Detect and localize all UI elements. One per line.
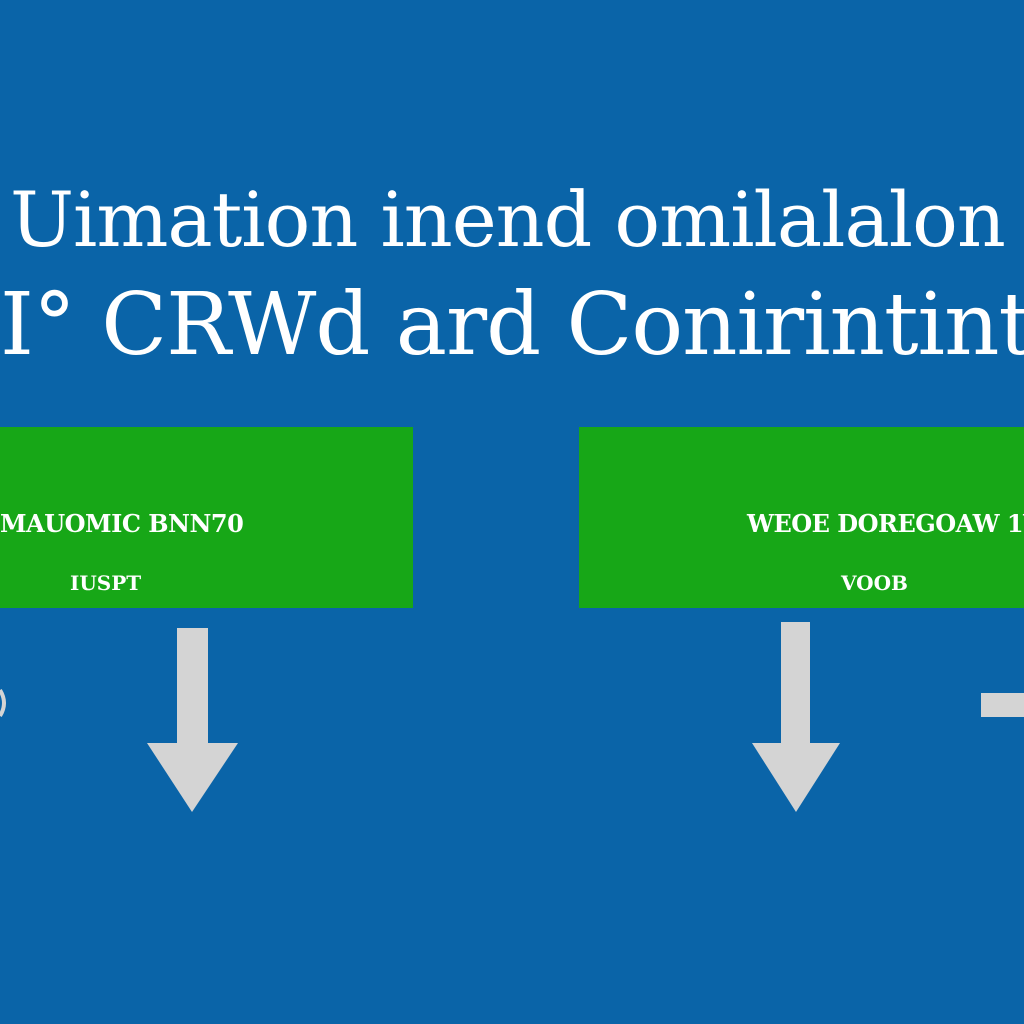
title-line-1: Uimation inend omilalalon WIS	[10, 175, 1024, 264]
right-process-box: WEOE DOREGOAW 1W VOOB	[579, 427, 1024, 608]
left-box-sublabel: IUSPT	[70, 571, 142, 595]
left-edge-fragment-icon	[0, 688, 6, 718]
right-box-label: WEOE DOREGOAW 1W	[747, 509, 1024, 538]
left-process-box: MAUOMIC BNN70 IUSPT	[0, 427, 413, 608]
left-down-arrow-icon	[147, 628, 238, 812]
right-edge-arrow-icon	[981, 693, 1024, 717]
left-box-label: MAUOMIC BNN70	[0, 509, 244, 538]
right-box-sublabel: VOOB	[841, 571, 908, 595]
title-line-2: I° CRWd ard Conirintint wr	[0, 275, 1024, 375]
right-down-arrow-icon	[752, 622, 840, 812]
